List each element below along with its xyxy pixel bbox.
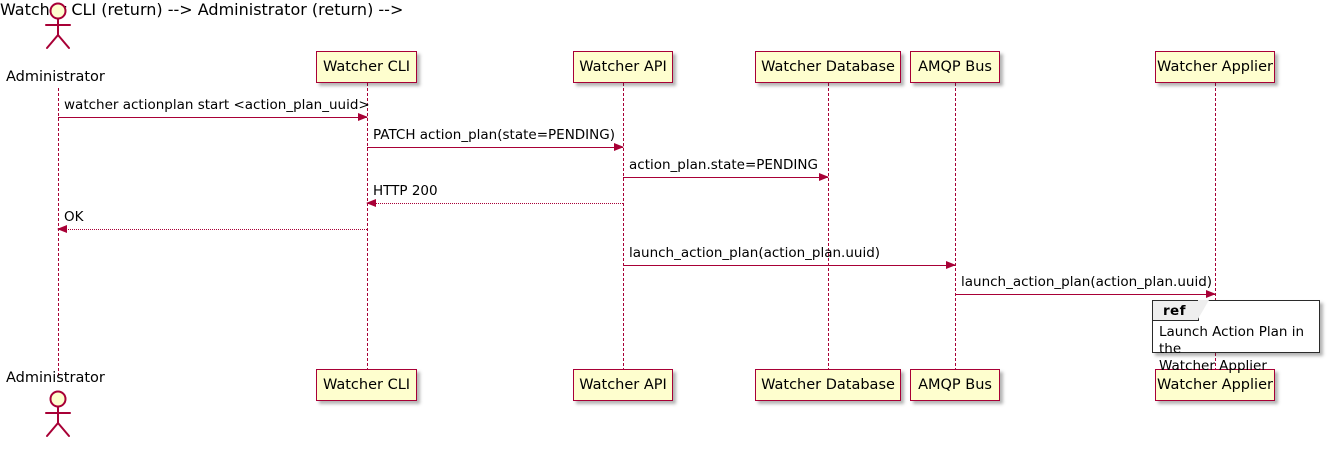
arrowhead-left-icon <box>366 198 376 207</box>
message-1-line <box>58 117 367 118</box>
participant-box-watcher-cli-bottom[interactable]: Watcher CLI <box>316 369 417 401</box>
message-6-label: launch_action_plan(action_plan.uuid) <box>629 245 881 261</box>
participant-box-watcher-applier-bottom[interactable]: Watcher Applier <box>1155 369 1275 401</box>
lifeline-amqp-bus <box>955 83 956 371</box>
message-2-line <box>367 147 623 148</box>
participant-label-watcher-database-bottom: Watcher Database <box>761 376 895 393</box>
participant-label-amqp-bus-top: AMQP Bus <box>918 58 992 75</box>
actor-administrator-label-top: Administrator <box>6 69 105 85</box>
ref-fragment-tab: ref <box>1153 300 1209 321</box>
participant-label-watcher-api-bottom: Watcher API <box>579 376 667 393</box>
arrowhead-right-icon <box>946 260 956 269</box>
message-3-line <box>623 177 828 178</box>
message-4-label: HTTP 200 <box>373 183 438 199</box>
lifeline-watcher-api <box>623 83 624 371</box>
participant-box-watcher-database-bottom[interactable]: Watcher Database <box>755 369 901 401</box>
ref-fragment-text: Launch Action Plan in the Watcher Applie… <box>1159 324 1305 374</box>
actor-administrator-label-bottom: Administrator <box>6 370 105 386</box>
arrowhead-right-icon <box>358 112 368 121</box>
participant-box-watcher-api-bottom[interactable]: Watcher API <box>573 369 673 401</box>
arrowhead-right-icon <box>819 172 829 181</box>
message-1-label: watcher actionplan start <action_plan_uu… <box>64 97 370 113</box>
message-2-label: PATCH action_plan(state=PENDING) <box>373 127 615 143</box>
participant-label-watcher-applier-top: Watcher Applier <box>1157 58 1273 75</box>
participant-label-watcher-cli-top: Watcher CLI <box>322 58 411 75</box>
message-7-label: launch_action_plan(action_plan.uuid) <box>961 274 1213 290</box>
arrowhead-right-icon <box>1206 289 1216 298</box>
participant-box-watcher-applier-top[interactable]: Watcher Applier <box>1155 51 1275 83</box>
message-6-line <box>623 265 955 266</box>
participant-box-amqp-bus-top[interactable]: AMQP Bus <box>910 51 1000 83</box>
message-3-label: action_plan.state=PENDING <box>629 157 818 173</box>
participant-box-watcher-cli-top[interactable]: Watcher CLI <box>316 51 417 83</box>
message-4-line <box>367 203 623 204</box>
arrowhead-left-icon <box>57 224 67 233</box>
participant-box-watcher-api-top[interactable]: Watcher API <box>573 51 673 83</box>
message-5-label: OK <box>64 209 84 225</box>
participant-label-amqp-bus-bottom: AMQP Bus <box>918 376 992 393</box>
message-5-line <box>58 229 367 230</box>
actor-administrator-bottom <box>38 390 78 438</box>
participant-label-watcher-cli-bottom: Watcher CLI <box>322 376 411 393</box>
participant-label-watcher-api-top: Watcher API <box>579 58 667 75</box>
lifeline-watcher-cli <box>367 83 368 371</box>
participant-label-watcher-applier-bottom: Watcher Applier <box>1157 376 1273 393</box>
ref-tab-notch-icon <box>1197 300 1209 319</box>
participant-box-watcher-database-top[interactable]: Watcher Database <box>755 51 901 83</box>
arrowhead-right-icon <box>614 142 624 151</box>
ref-fragment[interactable]: ref Launch Action Plan in the Watcher Ap… <box>1152 300 1320 374</box>
lifeline-watcher-applier <box>1215 83 1216 371</box>
actor-administrator-top <box>38 2 78 50</box>
participant-box-amqp-bus-bottom[interactable]: AMQP Bus <box>910 369 1000 401</box>
ref-fragment-keyword: ref <box>1163 302 1186 319</box>
message-7-line <box>955 294 1215 295</box>
lifeline-watcher-database <box>828 83 829 371</box>
participant-label-watcher-database-top: Watcher Database <box>761 58 895 75</box>
